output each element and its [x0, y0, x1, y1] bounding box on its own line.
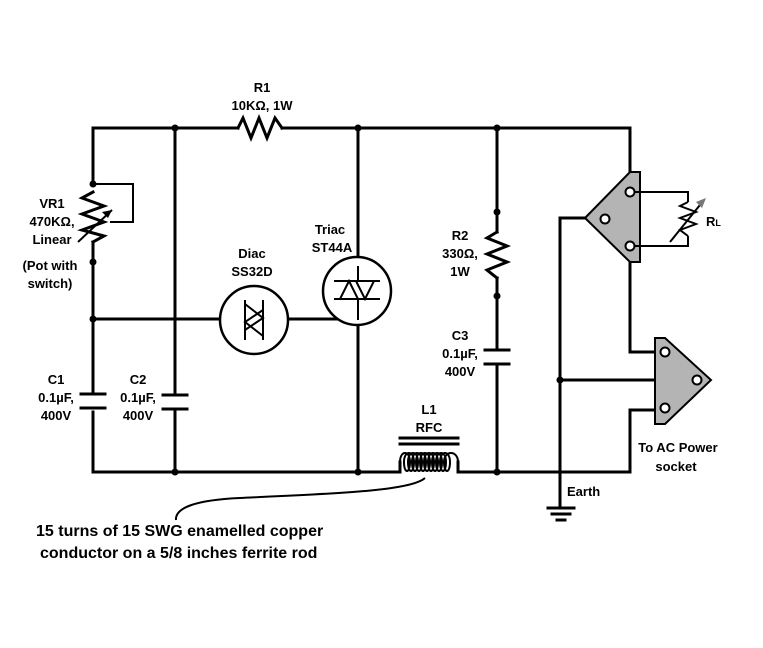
potentiometer-vr1: VR1 470KΩ, Linear (Pot with switch)	[23, 189, 113, 291]
c2-voltage: 400V	[123, 408, 154, 423]
vr1-type: Linear	[32, 232, 71, 247]
load-plug	[583, 171, 641, 263]
annotation-line-2: conductor on a 5/8 inches ferrite rod	[40, 545, 317, 562]
c3-ref: C3	[452, 328, 469, 343]
r2-power: 1W	[450, 264, 470, 279]
c1-voltage: 400V	[41, 408, 72, 423]
triac-type: Triac	[315, 222, 345, 237]
r1-ref: R1	[254, 80, 271, 95]
triac-part: ST44A	[312, 240, 353, 255]
ac-plug-pin-earth	[691, 374, 703, 386]
diac-ss32d: Diac SS32D	[218, 246, 290, 356]
ac-power-plug: To AC Power socket	[638, 337, 718, 474]
r2-value: 330Ω,	[442, 246, 478, 261]
triac-st44a: Triac ST44A	[312, 222, 393, 327]
vr1-value: 470KΩ,	[29, 214, 74, 229]
vr1-note-2: switch)	[28, 276, 73, 291]
load-plug-pin-earth	[599, 213, 611, 225]
vr1-note-1: (Pot with	[23, 258, 78, 273]
diac-type: Diac	[238, 246, 265, 261]
earth-label: Earth	[567, 484, 600, 499]
ac-socket-label-2: socket	[655, 459, 697, 474]
r1-value: 10KΩ, 1W	[232, 98, 294, 113]
wiring	[91, 126, 699, 522]
ac-socket-label-1: To AC Power	[638, 440, 717, 455]
inductor-l1: L1 RFC	[398, 402, 460, 474]
vr1-ref: VR1	[39, 196, 64, 211]
r2-ref: R2	[452, 228, 469, 243]
load-plug-pin-top	[624, 186, 636, 198]
c3-value: 0.1µF,	[442, 346, 478, 361]
capacitor-c3: C3 0.1µF, 400V	[442, 328, 511, 379]
ac-plug-pin-bottom	[659, 402, 671, 414]
c2-value: 0.1µF,	[120, 390, 156, 405]
annotation-line-1: 15 turns of 15 SWG enamelled copper	[36, 523, 323, 540]
coil-annotation: 15 turns of 15 SWG enamelled copper cond…	[36, 477, 426, 562]
c2-ref: C2	[130, 372, 147, 387]
diac-part: SS32D	[231, 264, 272, 279]
c1-ref: C1	[48, 372, 65, 387]
resistor-r1: R1 10KΩ, 1W	[232, 80, 294, 143]
rl-ref: RL	[706, 214, 721, 229]
c3-voltage: 400V	[445, 364, 476, 379]
ac-plug-pin-top	[659, 346, 671, 358]
load-plug-pin-bottom	[624, 240, 636, 252]
l1-type: RFC	[416, 420, 443, 435]
resistor-r2: R2 330Ω, 1W	[442, 228, 512, 281]
load-resistor-rl: RL	[634, 191, 721, 247]
junctions	[89, 124, 564, 476]
l1-ref: L1	[421, 402, 436, 417]
capacitor-c2: C2 0.1µF, 400V	[120, 372, 189, 423]
capacitor-c1: C1 0.1µF, 400V	[38, 372, 107, 423]
c1-value: 0.1µF,	[38, 390, 74, 405]
